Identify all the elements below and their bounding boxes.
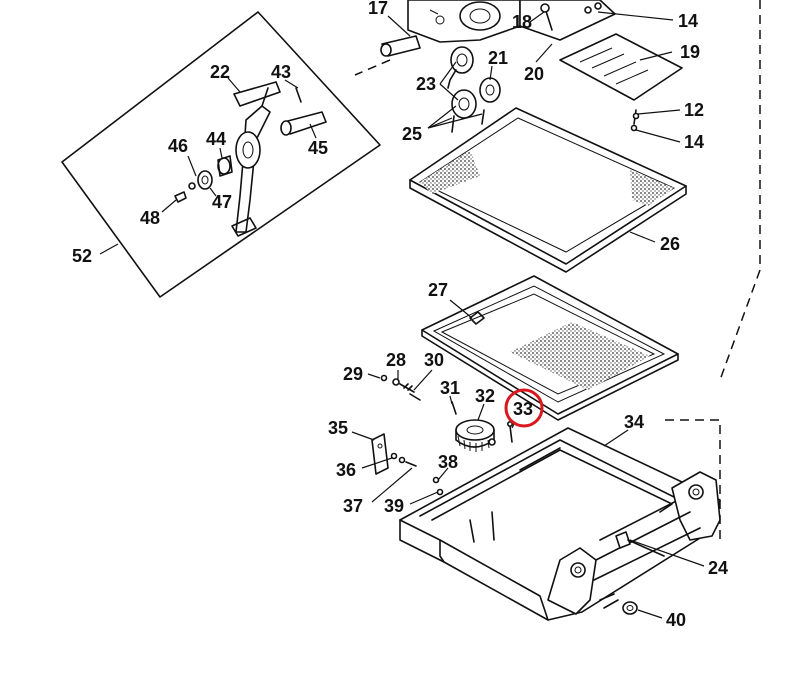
callout-48: 48 [140,208,160,228]
callout-23: 23 [416,74,436,94]
callout-46: 46 [168,136,188,156]
callout-22: 22 [210,62,230,82]
callout-38: 38 [438,452,458,472]
callout-28: 28 [386,350,406,370]
spool-part [455,419,496,452]
leader-lines [99,11,705,619]
callout-39: 39 [384,496,404,516]
screw-part-33 [506,420,513,443]
callout-20: 20 [524,64,544,84]
callout-labels: 17 18 14 19 20 21 23 22 43 45 25 12 14 4… [72,0,728,630]
callout-35: 35 [328,418,348,438]
filter-frame-part [421,275,679,421]
callout-37: 37 [343,496,363,516]
callout-40: 40 [666,610,686,630]
callout-45: 45 [308,138,328,158]
lid-part [409,107,687,273]
callout-18: 18 [512,12,532,32]
highlight-circle-33 [504,388,544,428]
upper-mechanism [380,0,616,133]
callout-19: 19 [680,42,700,62]
callout-14-bottom: 14 [684,132,704,152]
handle-part [231,81,281,237]
callout-31: 31 [440,378,460,398]
callout-30: 30 [424,350,444,370]
callout-52: 52 [72,246,92,266]
callout-17: 17 [368,0,388,18]
base-housing-part [399,427,721,621]
callout-47: 47 [212,192,232,212]
callout-36: 36 [336,460,356,480]
callout-34: 34 [624,412,644,432]
callout-26: 26 [660,234,680,254]
plate-part [559,33,683,132]
callout-29: 29 [343,364,363,384]
small-fasteners [380,374,457,415]
callout-21: 21 [488,48,508,68]
bracket-assembly [371,433,444,496]
callout-43: 43 [271,62,291,82]
callout-24: 24 [708,558,728,578]
shaft-part [280,111,327,136]
callout-12: 12 [684,100,704,120]
callout-44: 44 [206,129,226,149]
callout-33: 33 [513,399,533,419]
callout-27: 27 [428,280,448,300]
callout-25: 25 [402,124,422,144]
callout-14-top: 14 [678,11,698,31]
callout-32: 32 [475,386,495,406]
